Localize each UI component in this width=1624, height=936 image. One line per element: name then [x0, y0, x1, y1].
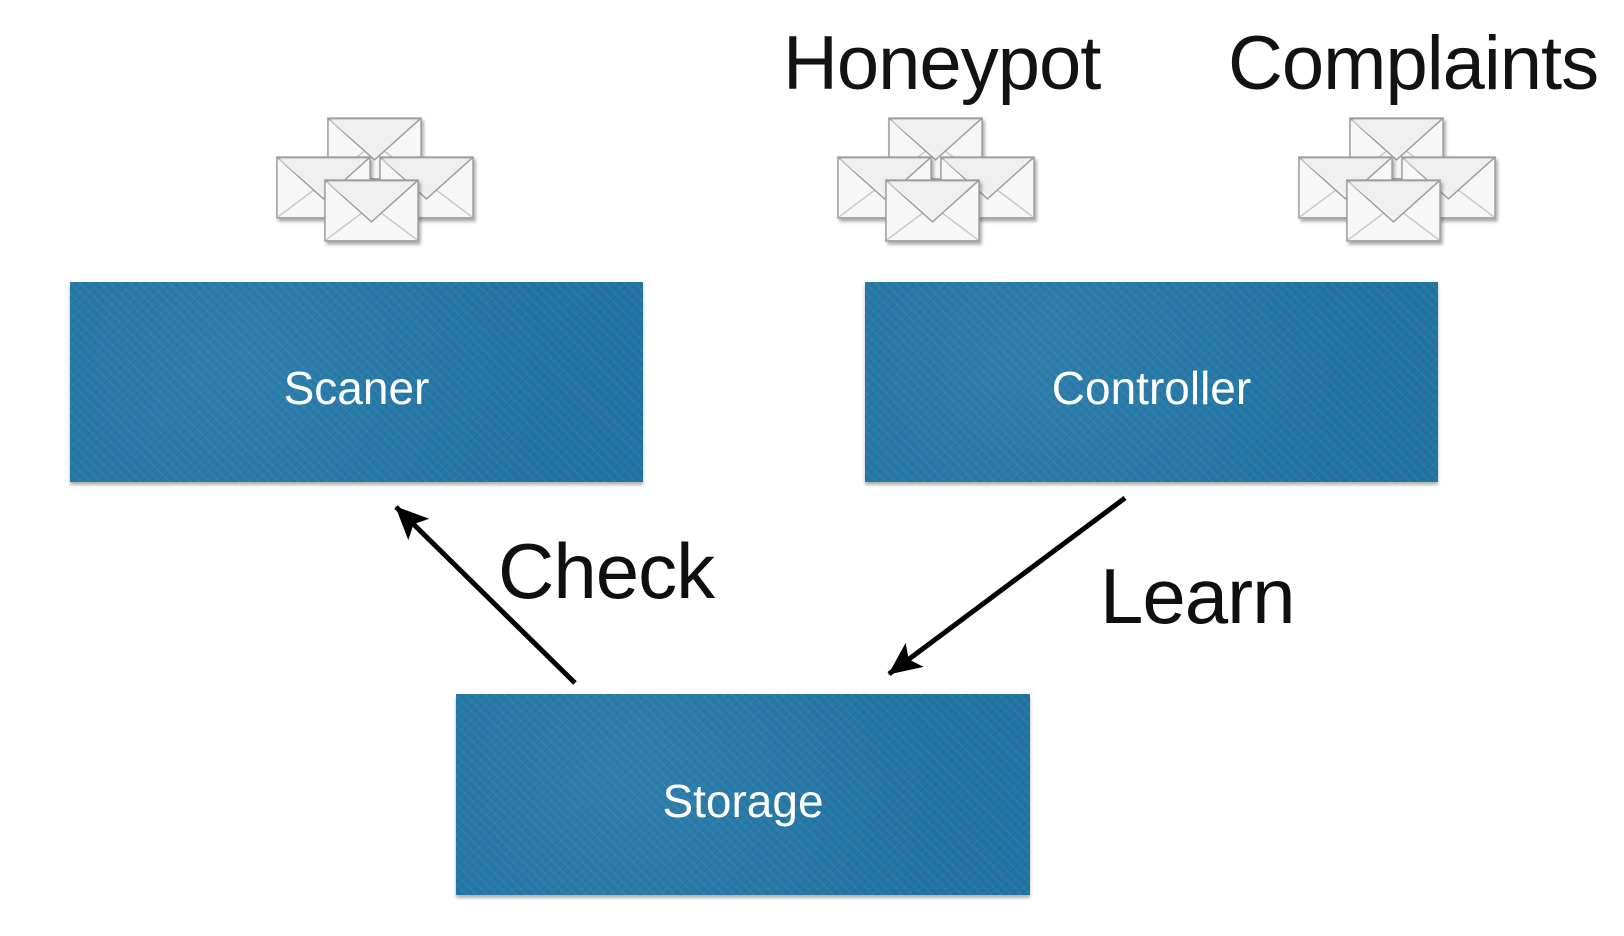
- envelope-icon: [1346, 179, 1441, 242]
- node-scaner-label: Scaner: [283, 362, 430, 414]
- node-storage-label: Storage: [662, 774, 824, 827]
- envelope-icon: [1401, 156, 1496, 219]
- learn-label: Learn: [1100, 552, 1295, 640]
- node-scaner: Scaner: [70, 282, 643, 482]
- mail-cluster-icon: [837, 117, 1035, 242]
- check-label: Check: [498, 527, 715, 615]
- envelope-icon: [885, 179, 980, 242]
- node-controller-label: Controller: [1051, 362, 1252, 414]
- node-controller: Controller: [865, 282, 1438, 482]
- mail-cluster-icon: [1298, 117, 1496, 242]
- mail-cluster-icon: [276, 117, 474, 242]
- complaints-title: Complaints: [1228, 21, 1599, 106]
- honeypot-title: Honeypot: [783, 21, 1101, 106]
- learn-arrow: [887, 495, 1127, 677]
- node-storage: Storage: [456, 694, 1030, 895]
- envelope-icon: [324, 179, 419, 242]
